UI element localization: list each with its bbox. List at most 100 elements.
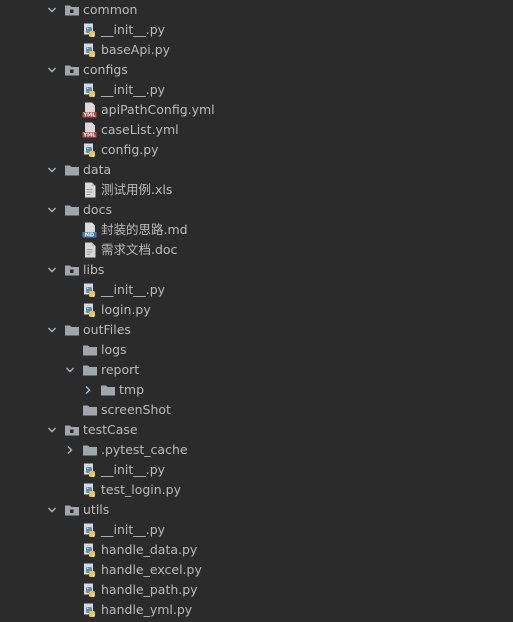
tree-item-label: report: [101, 362, 140, 377]
tree-row[interactable]: handle_path.py: [0, 580, 513, 600]
python-file-icon: [82, 602, 98, 618]
tree-item-label: apiPathConfig.yml: [101, 102, 215, 117]
tree-item-label: handle_excel.py: [101, 562, 202, 577]
yml-file-icon: YML: [82, 102, 98, 118]
python-file-icon: [82, 522, 98, 538]
folder-icon: [82, 342, 98, 358]
tree-row[interactable]: testCase: [0, 420, 513, 440]
tree-item-label: testCase: [83, 422, 138, 437]
tree-item-label: baseApi.py: [101, 42, 171, 57]
python-file-icon: [82, 282, 98, 298]
tree-item-label: logs: [101, 342, 127, 357]
python-file-icon: [82, 462, 98, 478]
tree-row[interactable]: libs: [0, 260, 513, 280]
tree-row[interactable]: docs: [0, 200, 513, 220]
chevron-down-icon[interactable]: [46, 64, 58, 76]
python-file-icon: [82, 42, 98, 58]
tree-row[interactable]: 测试用例.xls: [0, 180, 513, 200]
tree-item-label: handle_path.py: [101, 582, 198, 597]
python-file-icon: [82, 302, 98, 318]
chevron-down-icon[interactable]: [46, 424, 58, 436]
package-folder-icon: [64, 2, 80, 18]
folder-icon: [82, 362, 98, 378]
tree-row[interactable]: handle_excel.py: [0, 560, 513, 580]
generic-file-icon: [82, 182, 98, 198]
tree-row[interactable]: outFiles: [0, 320, 513, 340]
tree-item-label: tmp: [119, 382, 145, 397]
tree-item-label: .pytest_cache: [101, 442, 188, 457]
folder-icon: [82, 402, 98, 418]
folder-icon: [64, 322, 80, 338]
tree-row[interactable]: logs: [0, 340, 513, 360]
chevron-down-icon[interactable]: [46, 204, 58, 216]
tree-row[interactable]: handle_data.py: [0, 540, 513, 560]
python-file-icon: [82, 142, 98, 158]
tree-row[interactable]: MD 封装的思路.md: [0, 220, 513, 240]
svg-text:YML: YML: [82, 133, 96, 138]
python-file-icon: [82, 542, 98, 558]
tree-item-label: __init__.py: [101, 522, 166, 537]
tree-row[interactable]: YML apiPathConfig.yml: [0, 100, 513, 120]
svg-text:MD: MD: [85, 233, 95, 238]
tree-item-label: 需求文档.doc: [101, 242, 178, 257]
tree-row[interactable]: __init__.py: [0, 20, 513, 40]
tree-item-label: 封装的思路.md: [101, 222, 188, 237]
chevron-down-icon[interactable]: [46, 164, 58, 176]
generic-file-icon: [82, 242, 98, 258]
tree-row[interactable]: data: [0, 160, 513, 180]
tree-row[interactable]: utils: [0, 500, 513, 520]
yml-file-icon: YML: [82, 122, 98, 138]
tree-row[interactable]: common: [0, 0, 513, 20]
tree-row[interactable]: .pytest_cache: [0, 440, 513, 460]
tree-item-label: configs: [83, 62, 128, 77]
tree-item-label: login.py: [101, 302, 151, 317]
folder-icon: [64, 162, 80, 178]
tree-row[interactable]: login.py: [0, 300, 513, 320]
tree-row[interactable]: config.py: [0, 140, 513, 160]
tree-row[interactable]: test_login.py: [0, 480, 513, 500]
svg-text:YML: YML: [82, 113, 96, 118]
tree-item-label: handle_data.py: [101, 542, 198, 557]
tree-item-label: docs: [83, 202, 112, 217]
tree-row[interactable]: configs: [0, 60, 513, 80]
python-file-icon: [82, 22, 98, 38]
tree-row[interactable]: handle_yml.py: [0, 600, 513, 620]
tree-item-label: screenShot: [101, 402, 171, 417]
chevron-down-icon[interactable]: [64, 364, 76, 376]
python-file-icon: [82, 82, 98, 98]
tree-row[interactable]: 需求文档.doc: [0, 240, 513, 260]
package-folder-icon: [64, 422, 80, 438]
chevron-right-icon[interactable]: [64, 444, 76, 456]
tree-item-label: caseList.yml: [101, 122, 179, 137]
chevron-right-icon[interactable]: [82, 384, 94, 396]
chevron-down-icon[interactable]: [46, 324, 58, 336]
tree-item-label: 测试用例.xls: [101, 182, 173, 197]
tree-row[interactable]: tmp: [0, 380, 513, 400]
chevron-down-icon[interactable]: [46, 504, 58, 516]
markdown-file-icon: MD: [82, 222, 98, 238]
tree-row[interactable]: __init__.py: [0, 520, 513, 540]
chevron-down-icon[interactable]: [46, 264, 58, 276]
python-file-icon: [82, 582, 98, 598]
package-folder-icon: [64, 262, 80, 278]
tree-row[interactable]: screenShot: [0, 400, 513, 420]
python-file-icon: [82, 562, 98, 578]
package-folder-icon: [64, 502, 80, 518]
tree-item-label: outFiles: [83, 322, 131, 337]
tree-item-label: data: [83, 162, 112, 177]
tree-row[interactable]: __init__.py: [0, 280, 513, 300]
chevron-down-icon[interactable]: [46, 4, 58, 16]
tree-item-label: handle_yml.py: [101, 602, 193, 617]
tree-row[interactable]: __init__.py: [0, 80, 513, 100]
tree-row[interactable]: baseApi.py: [0, 40, 513, 60]
folder-icon: [100, 382, 116, 398]
package-folder-icon: [64, 62, 80, 78]
tree-row[interactable]: YML caseList.yml: [0, 120, 513, 140]
tree-row[interactable]: report: [0, 360, 513, 380]
folder-icon: [82, 442, 98, 458]
tree-row[interactable]: __init__.py: [0, 460, 513, 480]
tree-item-label: __init__.py: [101, 282, 166, 297]
tree-item-label: common: [83, 2, 138, 17]
tree-item-label: config.py: [101, 142, 159, 157]
